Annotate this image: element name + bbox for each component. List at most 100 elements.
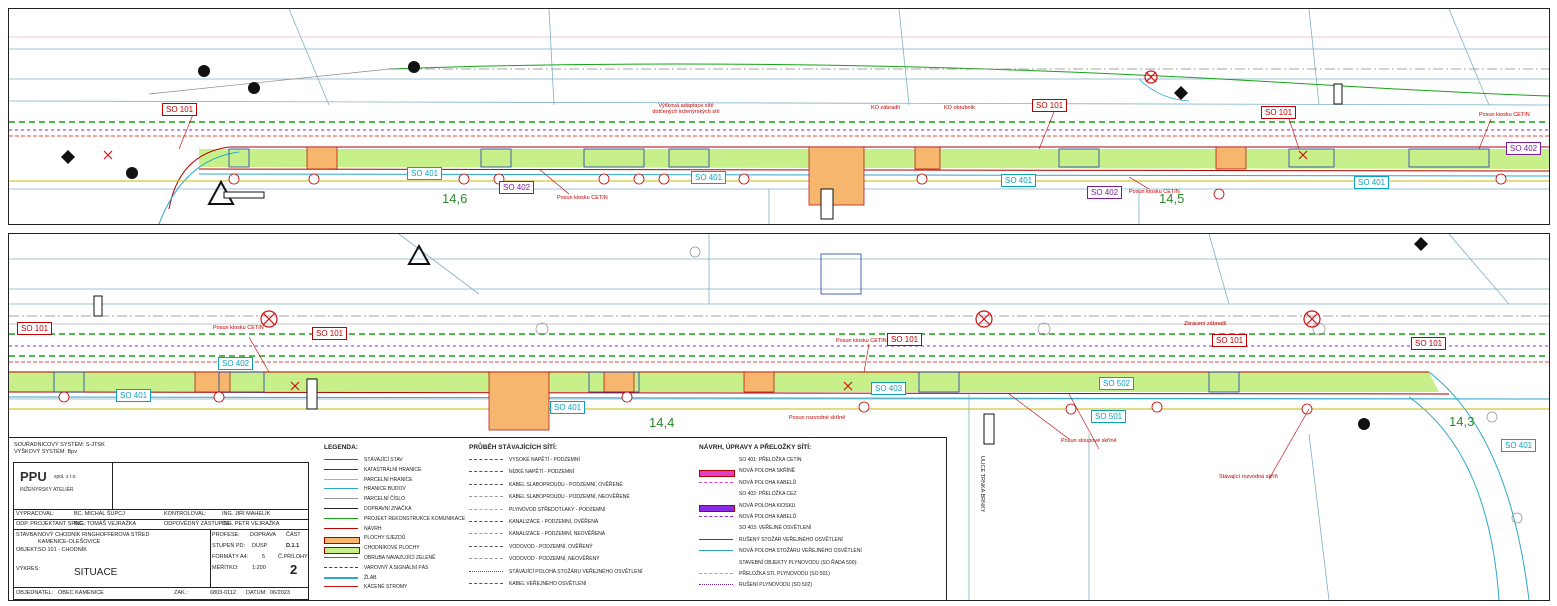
zak-label: ZAK.:: [174, 590, 188, 596]
legend-symbol: [324, 557, 358, 561]
legend-label: VAROVNÝ A SIGNÁLNÍ PÁS: [364, 564, 429, 571]
proposal-symbol: [699, 504, 735, 512]
network-symbol: [469, 570, 503, 575]
company-subtitle: INŽENÝRSKÝ ATELIÉR: [20, 487, 74, 493]
network-symbol: [469, 533, 503, 537]
hip: ING. TOMÁŠ VEJRAŽKA: [74, 521, 137, 527]
stavba-line-1: NOVÝ CHODNÍK RINGHOFFEROVA STŘED: [38, 532, 150, 538]
proposal-symbol: [699, 550, 733, 554]
proposal-symbol: [699, 493, 733, 496]
network-item: VODOVOD - PODZEMNÍ, NEOVĚŘENÝ: [469, 555, 689, 567]
network-symbol: [469, 496, 503, 500]
network-label: VYSOKÉ NAPĚTÍ - PODZEMNÍ: [509, 457, 580, 463]
legend-label: HRANICE BUDOV: [364, 486, 406, 493]
proposal-item: STAVEBNÍ OBJEKTY PLYNOVODU (SO ŘADA 500)…: [699, 559, 939, 570]
legend-label: PARCELNÍ HRANICE: [364, 476, 413, 483]
legend-item: VAROVNÝ A SIGNÁLNÍ PÁS: [324, 564, 464, 574]
profese-label: PROFESE:: [212, 532, 240, 538]
legend-symbol: [324, 478, 358, 483]
legend-symbol: [324, 517, 358, 522]
legend-label: PLOCHY SJEZDŮ: [364, 535, 406, 542]
legend-label: STÁVAJÍCÍ STAV: [364, 457, 403, 463]
proposal-label: SO 402: PŘELOŽKA CEZ: [739, 491, 797, 498]
network-symbol: [469, 508, 503, 513]
stupen: DUSP: [252, 543, 268, 549]
legend-label: NÁVRH: [364, 525, 382, 532]
so101-label-bot-e: SO 101: [1411, 337, 1447, 350]
legend-symbol: [324, 537, 360, 545]
legend-symbol: [324, 488, 358, 492]
so402-label-top-a: SO 402: [499, 181, 535, 194]
legend-item: CHODNÍKOVÉ PLOCHY: [324, 544, 464, 555]
network-symbol: [469, 583, 503, 587]
vykres: SITUACE: [74, 567, 118, 578]
proposal-symbol: [699, 459, 733, 462]
so101-label-bot-c: SO 101: [887, 333, 923, 346]
meritko-label: MĚŘÍTKO:: [212, 565, 239, 571]
so101-label-bot-b: SO 101: [312, 327, 348, 340]
legend-item: NÁVRH: [324, 525, 464, 535]
proposal-item: NOVÁ POLOHA KIOSKU: [699, 502, 939, 513]
control: ING. JIŘÍ MAHELÍK: [222, 511, 271, 517]
proposal-symbol: [699, 562, 733, 565]
note-kiosk-bot-b: Posun kiosku CETIN: [836, 338, 887, 344]
legend-symbol: [324, 547, 360, 555]
proposal-symbol: [699, 573, 733, 577]
proposal-symbol: [699, 527, 733, 530]
proposal-item: SO 402: PŘELOŽKA CEZ: [699, 490, 939, 501]
company-suffix: spol. s r.o.: [54, 474, 77, 480]
so101-label-top-b: SO 101: [1032, 99, 1068, 112]
proposal-item: NOVÁ POLOHA KABELŮ: [699, 479, 939, 490]
objekt: SO 101 - CHODNÍK: [38, 547, 87, 553]
legend-item: STÁVAJÍCÍ STAV: [324, 456, 464, 466]
legend-label: PARCELNÍ ČÍSLO: [364, 496, 406, 503]
investor-label: OBJEDNATEL:: [16, 590, 54, 596]
network-item: STÁVAJÍCÍ POLOHA STOŽÁRU VEŘEJNÉHO OSVĚT…: [469, 568, 689, 580]
legend-symbol: [324, 468, 358, 473]
proposal-label: PŘELOŽKA STL PLYNOVODU (SO 501): [739, 571, 830, 577]
top-plan-frame: SO 101 SO 101 SO 101 SO 401 SO 401 SO 40…: [8, 8, 1550, 225]
network-label: KABEL SLABOPROUDU - PODZEMNÍ, OVĚŘENÉ: [509, 481, 623, 488]
note-zkraceni: Zkrácení zábradlí: [1184, 321, 1227, 327]
proposals-title: NÁVRH, ÚPRAVY A PŘELOŽKY SÍTÍ:: [699, 444, 812, 451]
so401-label-bot-b: SO 401: [550, 401, 586, 414]
proposal-item: NOVÁ POLOHA SKŘÍNĚ: [699, 467, 939, 478]
network-item: KABEL SLABOPROUDU - PODZEMNÍ, OVĚŘENÉ: [469, 481, 689, 493]
legend-item: OBRUBA NAVAZUJÍCÍ ZELENĚ: [324, 554, 464, 564]
height-system: VÝŠKOVÝ SYSTÉM: Bpv: [14, 449, 77, 455]
legend-label: CHODNÍKOVÉ PLOCHY: [364, 545, 420, 552]
legend-label: ŽLAB: [364, 574, 377, 581]
cprilohy: 2: [290, 562, 298, 577]
proposal-label: NOVÁ POLOHA KABELŮ: [739, 479, 797, 486]
company-address-box: [112, 463, 308, 510]
so101-label-bot-a: SO 101: [17, 322, 53, 335]
coord-system: SOUŘADNICOVÝ SYSTÉM: S-JTSK: [14, 442, 105, 448]
so401-label-top-d: SO 401: [1354, 176, 1390, 189]
company-logo: PPU: [20, 469, 47, 484]
proposal-label: RUŠENÍ PLYNOVODU (SO 502): [739, 582, 812, 589]
zak: 6803-0112: [210, 590, 236, 596]
so401-label-bot-a: SO 401: [116, 389, 152, 402]
legend-item: DOPRAVNÍ ZNAČKA: [324, 505, 464, 515]
proposal-label: NOVÁ POLOHA SKŘÍNĚ: [739, 468, 796, 475]
network-label: VODOVOD - PODZEMNÍ, OVĚŘENÝ: [509, 543, 593, 550]
note-rozvodna: Posun rozvodné skříně: [789, 415, 846, 421]
proposal-item: PŘELOŽKA STL PLYNOVODU (SO 501): [699, 570, 939, 581]
vykres-label: VÝKRES:: [16, 566, 40, 572]
network-label: KANALIZACE - PODZEMNÍ, OVĚŘENÁ: [509, 519, 599, 525]
network-symbol: [469, 558, 503, 562]
so501-label-bot: SO 501: [1091, 410, 1127, 423]
legend-symbol: [324, 527, 358, 532]
legend-label: PROJEKT REKONSTRUKCE KOMUNIKACE: [364, 515, 466, 522]
chainage-14-5: 14,5: [1159, 191, 1185, 206]
legend-item: KATASTRÁLNÍ HRANICE: [324, 466, 464, 476]
legend-label: KÁCENÉ STROMY: [364, 584, 408, 591]
legend-item: ŽLAB: [324, 574, 464, 584]
so402-label-bot: SO 402: [218, 357, 254, 370]
legend-item: PARCELNÍ ČÍSLO: [324, 495, 464, 505]
objekt-label: OBJEKT:: [16, 547, 39, 553]
proposal-symbol: [699, 584, 733, 588]
cprilohy-label: Č.PŘÍLOHY: [278, 554, 308, 560]
